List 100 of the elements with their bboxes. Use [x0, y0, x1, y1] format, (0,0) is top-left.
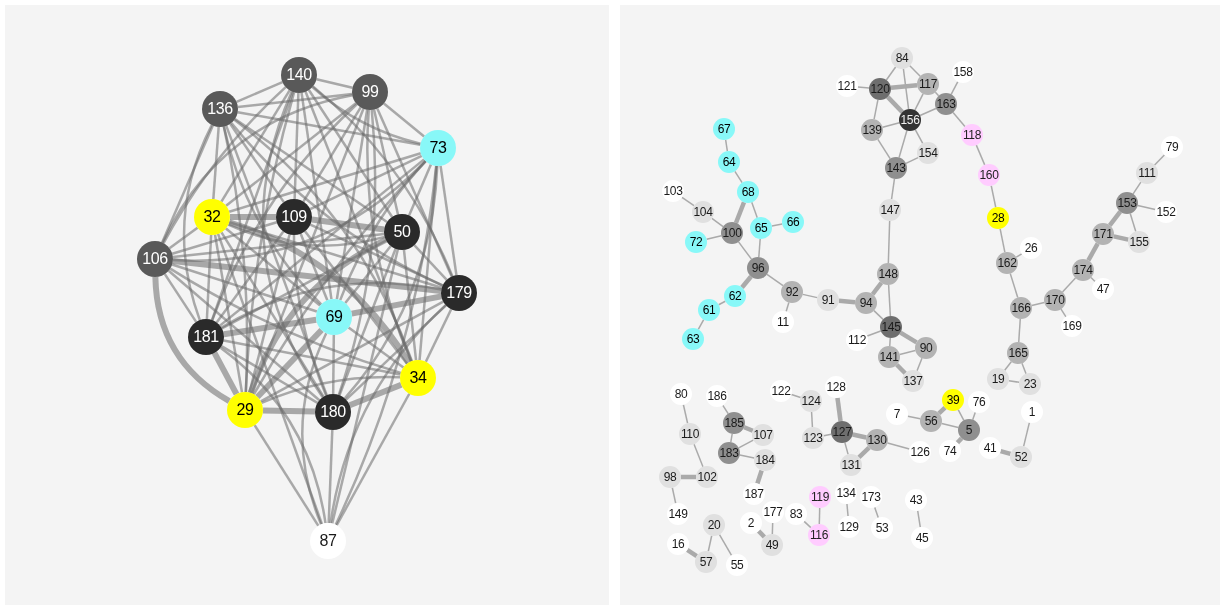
connector-line — [1113, 234, 1129, 242]
connector-line — [890, 178, 896, 200]
connector-line — [330, 249, 400, 524]
connector-line — [228, 219, 412, 365]
connector-line — [838, 298, 856, 305]
connector-line — [161, 125, 214, 243]
connector-line — [299, 233, 329, 301]
connector-line — [739, 454, 755, 459]
connector-line — [413, 244, 448, 281]
connector-line — [383, 102, 425, 138]
connector-line — [220, 345, 319, 404]
connector-line — [213, 234, 244, 393]
connector-line — [803, 520, 812, 529]
connector-line — [724, 139, 729, 152]
connector-line — [167, 269, 321, 402]
connector-line — [909, 65, 921, 77]
connector-line — [898, 349, 917, 356]
connector-line — [899, 330, 918, 345]
connector-line — [681, 196, 695, 207]
connector-line — [682, 404, 689, 424]
connector-line — [335, 109, 369, 300]
connector-line — [220, 231, 325, 398]
connector-line — [261, 375, 401, 405]
connector-line — [846, 503, 849, 517]
connector-line — [293, 92, 300, 200]
connector-line — [1107, 210, 1123, 227]
connector-line — [344, 245, 392, 304]
connector-line — [424, 308, 453, 363]
connector-line — [823, 433, 832, 437]
connector-line — [223, 316, 317, 338]
connector-line — [152, 276, 231, 404]
connector-line — [877, 138, 891, 160]
connector-line — [261, 91, 324, 398]
connector-line — [1153, 154, 1166, 166]
connector-line — [162, 86, 287, 244]
connector-line — [172, 232, 385, 259]
connector-line — [237, 92, 353, 109]
connector-line — [163, 273, 198, 323]
connector-line — [758, 238, 761, 258]
connector-line — [292, 234, 328, 396]
connector-line — [260, 300, 444, 403]
connector-line — [1030, 301, 1046, 307]
connector-line — [705, 234, 723, 241]
connector-line — [327, 429, 334, 524]
connector-line — [376, 107, 453, 278]
connector-line — [216, 233, 324, 525]
connector-line — [940, 422, 960, 429]
connector-line — [237, 110, 421, 147]
connector-line — [671, 487, 677, 504]
connector-line — [952, 111, 966, 128]
connector-line — [707, 535, 713, 552]
connector-line — [873, 99, 879, 120]
connector-line — [230, 214, 276, 220]
connector-line — [734, 170, 743, 184]
connector-line — [886, 442, 911, 450]
connector-line — [171, 263, 318, 313]
connector-line — [219, 346, 327, 524]
connector-line — [161, 94, 353, 244]
connector-line — [766, 273, 784, 287]
connector-line — [802, 293, 818, 299]
connector-line — [439, 165, 458, 276]
connector-line — [914, 93, 924, 111]
connector-line — [311, 86, 421, 146]
connector-line — [171, 221, 278, 255]
connector-line — [220, 89, 291, 203]
connector-line — [212, 126, 220, 200]
connector-line — [236, 80, 283, 104]
connector-line — [1018, 318, 1021, 343]
connector-line — [304, 230, 408, 365]
connector-line — [889, 337, 891, 347]
connector-line — [255, 327, 324, 400]
connector-line — [914, 128, 924, 145]
connector-line — [907, 415, 921, 420]
connector-line — [873, 506, 880, 519]
connector-line — [743, 425, 754, 433]
connector-line — [730, 433, 733, 443]
connector-line — [990, 185, 997, 208]
connector-line — [329, 304, 447, 524]
connector-line — [751, 201, 758, 219]
connector-line — [182, 124, 213, 321]
connector-line — [740, 275, 753, 289]
connector-line — [887, 220, 891, 264]
connector-line — [886, 95, 904, 114]
connector-line — [718, 533, 733, 557]
connector-line — [950, 80, 959, 96]
connector-line — [215, 230, 285, 324]
connector-line — [309, 154, 423, 211]
connector-line — [337, 109, 377, 396]
connector-line — [1022, 421, 1031, 448]
connector-line — [220, 281, 442, 329]
connector-line — [844, 441, 849, 456]
connector-line — [334, 165, 438, 526]
connector-line — [1132, 181, 1142, 195]
connector-line — [351, 293, 442, 317]
connector-line — [169, 267, 402, 375]
connector-line — [343, 165, 439, 400]
connector-line — [1061, 277, 1077, 293]
connector-line — [916, 510, 922, 528]
connector-line — [975, 144, 986, 166]
connector-line — [1136, 204, 1157, 211]
